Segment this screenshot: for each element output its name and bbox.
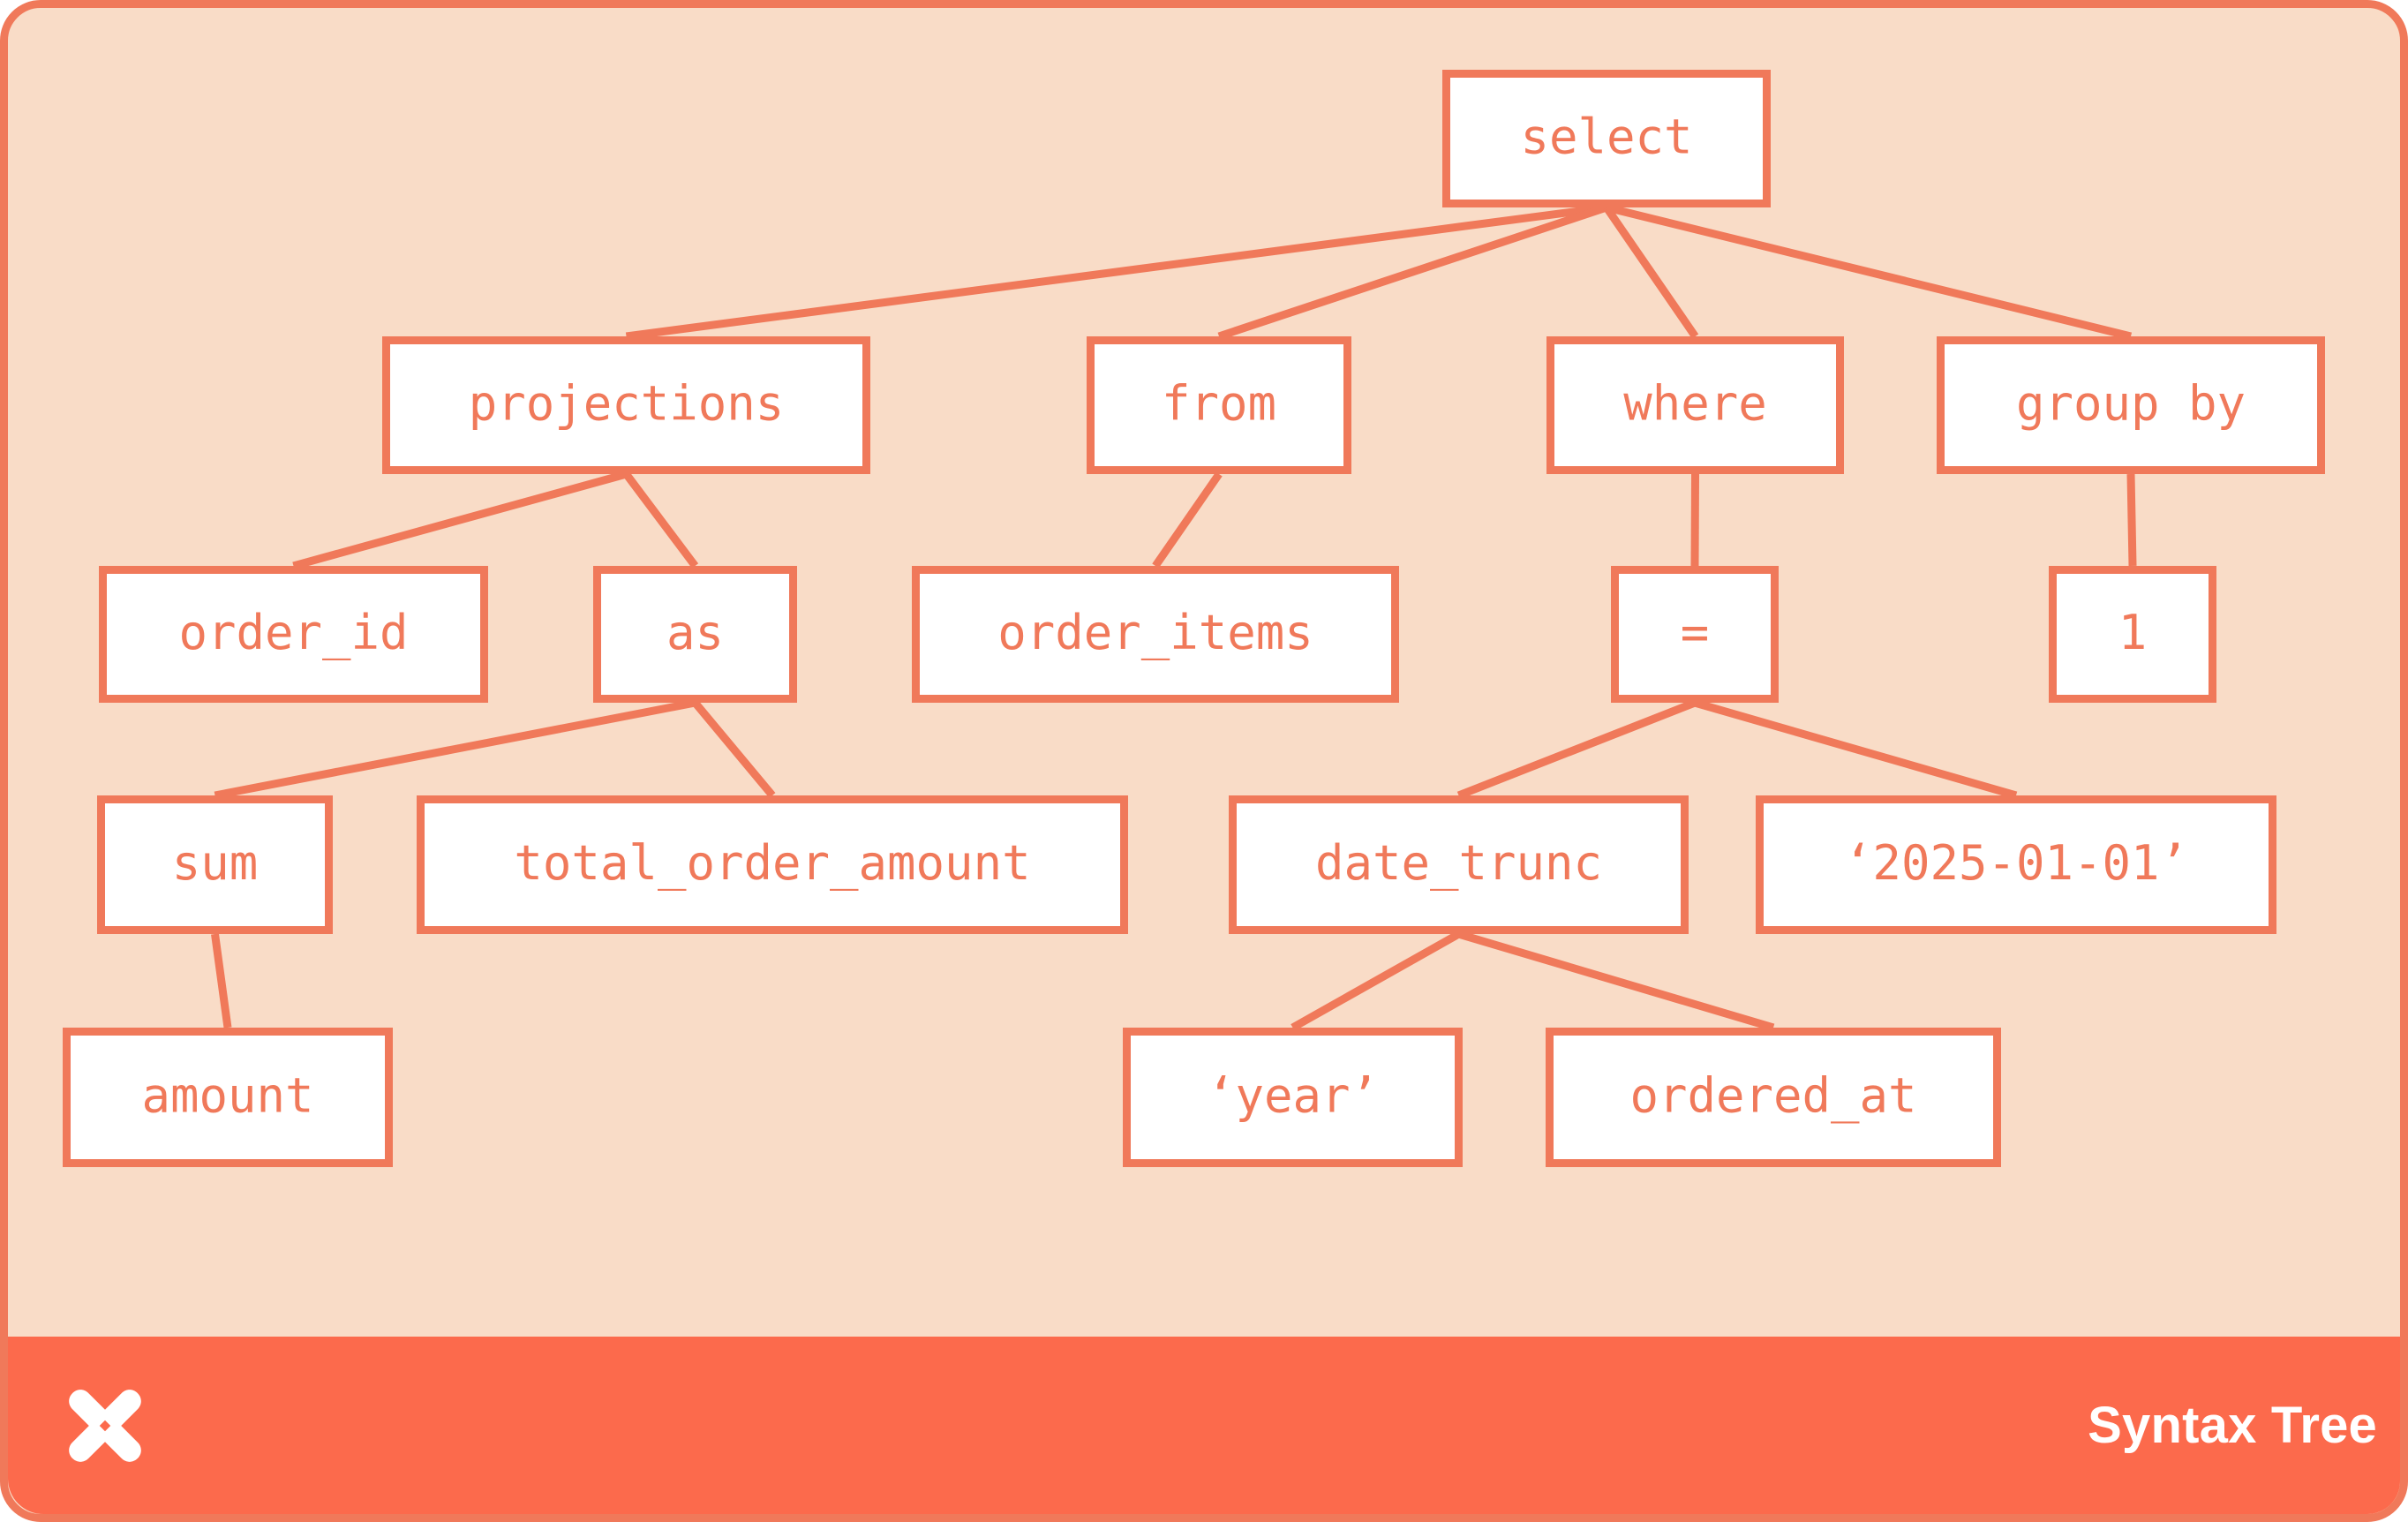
footer-bar: Syntax Tree <box>8 1337 2400 1514</box>
tree-node-one[interactable]: 1 <box>2049 566 2216 703</box>
tree-edge-equals-to-date-literal <box>1693 698 2018 800</box>
tree-node-label: total_order_amount <box>514 835 1030 891</box>
tree-node-order-id[interactable]: order_id <box>99 566 488 703</box>
tree-node-ordered-at[interactable]: ordered_at <box>1546 1028 2001 1167</box>
tree-edge-date-trunc-to-ordered-at <box>1457 930 1775 1032</box>
tree-node-projections[interactable]: projections <box>382 336 870 474</box>
tree-edge-select-to-where <box>1603 205 1699 339</box>
tree-node-box <box>63 1028 393 1167</box>
tree-node-box <box>1546 336 1844 474</box>
tree-node-box <box>912 566 1399 703</box>
tree-node-box <box>1611 566 1779 703</box>
tree-node-box <box>382 336 870 474</box>
tree-node-label: from <box>1162 376 1276 432</box>
footer-title: Syntax Tree <box>2088 1397 2377 1454</box>
tree-node-label: amount <box>141 1068 313 1124</box>
tree-node-box <box>97 795 333 934</box>
x-star-logo-icon <box>69 1389 141 1462</box>
tree-node-box <box>1229 795 1689 934</box>
tree-node-date-literal[interactable]: ‘2025-01-01’ <box>1756 795 2276 934</box>
tree-node-box <box>2049 566 2216 703</box>
tree-edge-as-to-sum <box>214 698 696 800</box>
tree-node-select[interactable]: select <box>1442 70 1771 207</box>
nodes-layer: select projections from where group by order_… <box>63 70 2325 1167</box>
tree-node-box <box>1937 336 2325 474</box>
tree-node-label: order_items <box>997 605 1313 660</box>
tree-node-date-trunc[interactable]: date_trunc <box>1229 795 1689 934</box>
tree-node-total-order-amount[interactable]: total_order_amount <box>417 795 1128 934</box>
tree-node-label: where <box>1623 376 1767 432</box>
tree-edge-select-to-projections <box>625 203 1607 341</box>
tree-node-as[interactable]: as <box>593 566 797 703</box>
tree-node-box <box>99 566 488 703</box>
tree-edge-as-to-total-order-amount <box>692 700 776 798</box>
tree-edge-projections-to-order-id <box>292 470 628 570</box>
tree-node-label: order_id <box>178 605 408 660</box>
tree-node-label: group by <box>2016 376 2246 432</box>
tree-edge-date-trunc-to-year-literal <box>1291 931 1461 1031</box>
tree-edge-projections-to-as <box>622 471 699 569</box>
edges-layer <box>211 203 2137 1032</box>
tree-node-label: ‘year’ <box>1207 1068 1379 1124</box>
tree-node-label: date_trunc <box>1315 835 1602 891</box>
tree-node-box <box>1442 70 1771 207</box>
tree-node-from[interactable]: from <box>1087 336 1351 474</box>
tree-edge-from-to-order-items <box>1152 471 1223 569</box>
tree-node-label: as <box>666 605 724 660</box>
tree-node-group-by[interactable]: group by <box>1937 336 2325 474</box>
tree-node-box <box>593 566 797 703</box>
tree-edge-sum-to-amount <box>211 933 232 1028</box>
tree-node-label: select <box>1520 109 1692 165</box>
tree-edge-equals-to-date-trunc <box>1456 698 1697 800</box>
tree-node-box <box>417 795 1128 934</box>
tree-node-label: ordered_at <box>1629 1068 1916 1124</box>
tree-node-label: 1 <box>2118 605 2148 660</box>
tree-node-amount[interactable]: amount <box>63 1028 393 1167</box>
tree-node-where[interactable]: where <box>1546 336 1844 474</box>
tree-edge-group-by-to-one <box>2126 473 2137 567</box>
tree-node-box <box>1123 1028 1463 1167</box>
tree-node-order-items[interactable]: order_items <box>912 566 1399 703</box>
tree-node-box <box>1087 336 1351 474</box>
tree-node-sum[interactable]: sum <box>97 795 333 934</box>
tree-edge-select-to-group-by <box>1605 203 2133 341</box>
tree-node-box <box>1756 795 2276 934</box>
tree-edge-select-to-from <box>1217 203 1608 341</box>
tree-node-label: ‘2025-01-01’ <box>1844 835 2188 891</box>
tree-node-box <box>1546 1028 2001 1167</box>
tree-node-label: sum <box>172 835 259 891</box>
tree-node-year-literal[interactable]: ‘year’ <box>1123 1028 1463 1167</box>
tree-node-equals[interactable]: = <box>1611 566 1779 703</box>
tree-edge-where-to-equals <box>1690 473 1699 567</box>
syntax-tree-canvas: select projections from where group by order_… <box>63 70 2325 1167</box>
tree-node-label: projections <box>469 376 785 432</box>
tree-node-label: = <box>1681 605 1710 660</box>
